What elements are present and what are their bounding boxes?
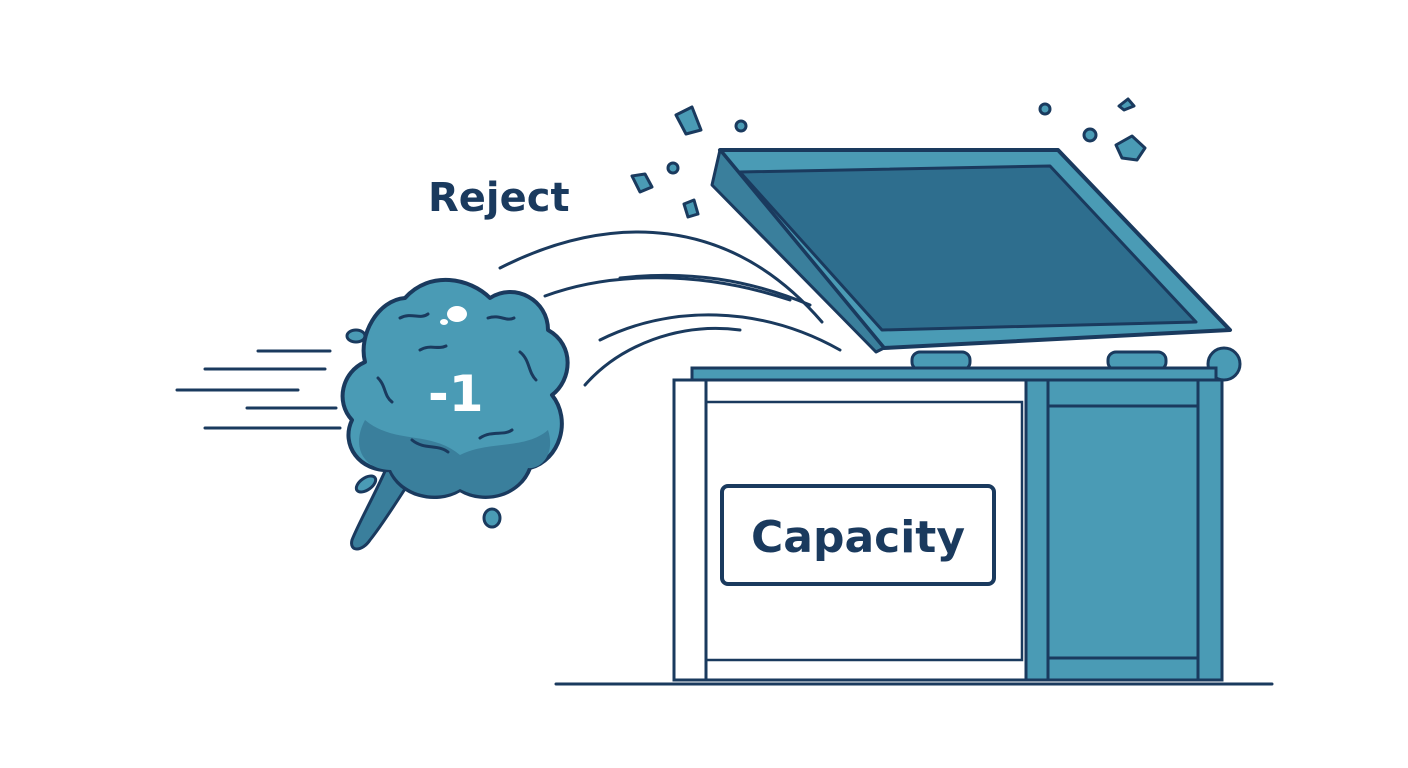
trajectory-lines-icon xyxy=(498,230,842,387)
motion-lines-icon xyxy=(175,349,342,430)
debris-icon xyxy=(630,97,1147,219)
capacity-label: Capacity xyxy=(751,512,965,563)
reject-label: Reject xyxy=(428,175,570,221)
blob-value: -1 xyxy=(428,365,484,423)
capacity-bin-icon: Capacity xyxy=(672,148,1242,682)
rejected-blob-icon: -1 xyxy=(340,277,570,551)
